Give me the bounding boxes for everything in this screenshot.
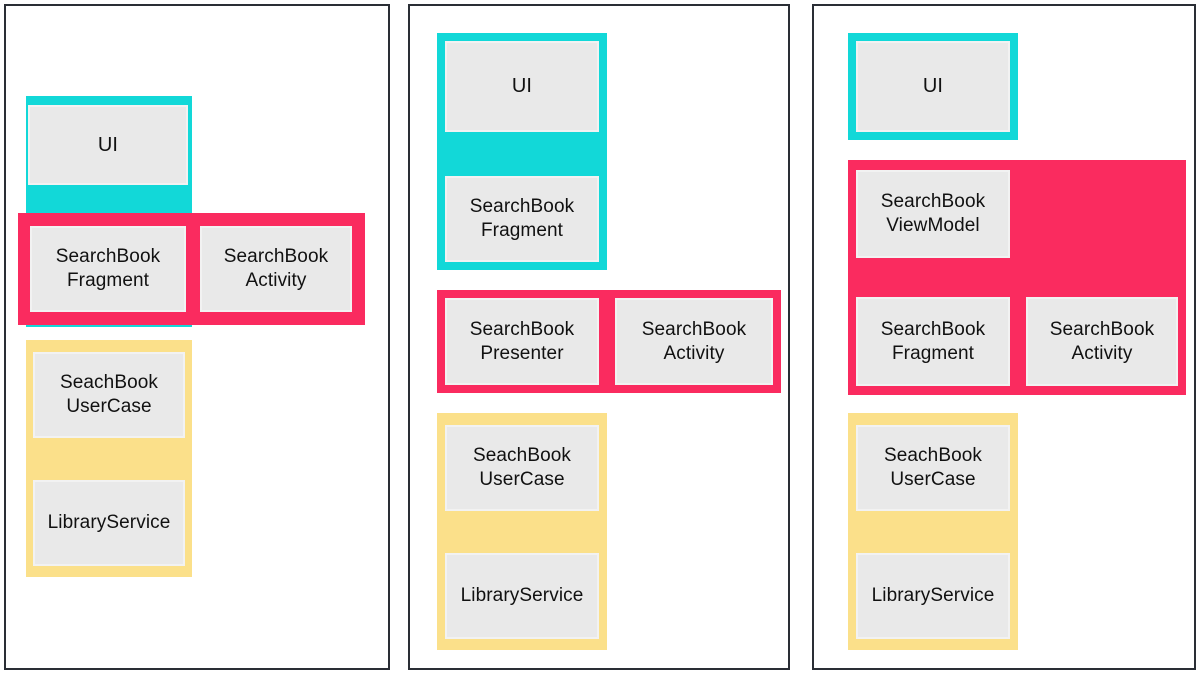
component-box: SearchBook ViewModel xyxy=(856,170,1010,258)
component-box: SearchBook Fragment xyxy=(856,297,1010,386)
component-box: LibraryService xyxy=(445,553,599,639)
component-box: SeachBook UserCase xyxy=(445,425,599,511)
component-box: UI xyxy=(28,105,188,185)
component-box: UI xyxy=(856,41,1010,132)
component-box: SearchBook Presenter xyxy=(445,298,599,385)
component-box: SearchBook Activity xyxy=(200,226,352,312)
component-box: SeachBook UserCase xyxy=(33,352,185,438)
component-box: LibraryService xyxy=(33,480,185,566)
component-box: SeachBook UserCase xyxy=(856,425,1010,511)
component-box: UI xyxy=(445,41,599,132)
component-box: SearchBook Fragment xyxy=(445,176,599,262)
component-box: SearchBook Fragment xyxy=(30,226,186,312)
component-box: SearchBook Activity xyxy=(1026,297,1178,386)
component-box: SearchBook Activity xyxy=(615,298,773,385)
component-box: LibraryService xyxy=(856,553,1010,639)
